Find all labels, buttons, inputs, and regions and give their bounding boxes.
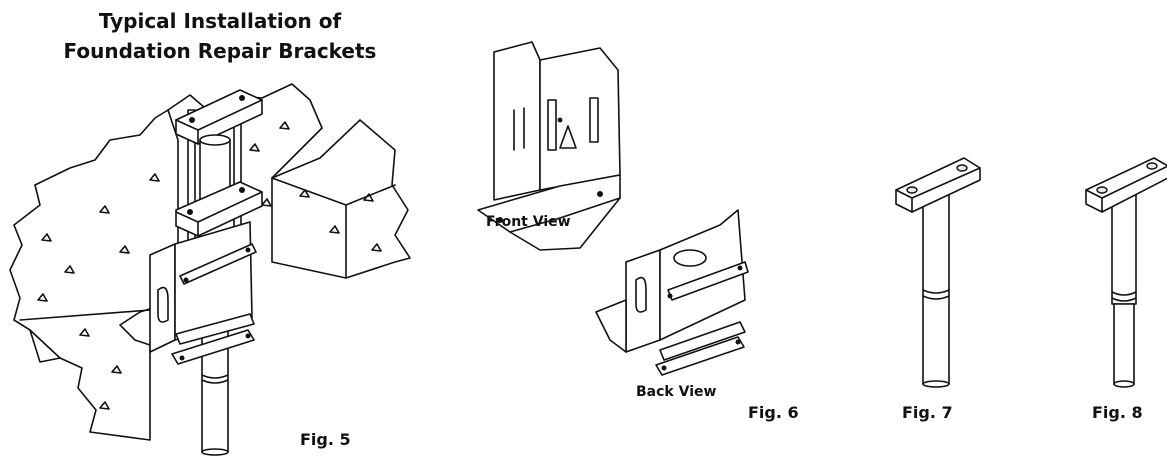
title-line-1: Typical Installation of bbox=[98, 9, 342, 33]
fig5-installation-drawing bbox=[9, 83, 411, 456]
title-line-2: Foundation Repair Brackets bbox=[63, 39, 377, 63]
concrete-block-right bbox=[271, 119, 411, 279]
concrete-aggregate-specks bbox=[37, 121, 382, 410]
front-view-label: Front View bbox=[486, 214, 571, 230]
fig6-front-view-drawing bbox=[477, 41, 621, 251]
fig7-caption: Fig. 7 bbox=[902, 403, 953, 422]
fig6-caption: Fig. 6 bbox=[748, 403, 799, 422]
fig8-caption: Fig. 8 bbox=[1092, 403, 1143, 422]
diagram-title: Typical Installation of Foundation Repai… bbox=[40, 6, 400, 66]
back-view-label: Back View bbox=[636, 384, 717, 400]
fig7-drawing bbox=[895, 157, 981, 388]
fig5-caption: Fig. 5 bbox=[300, 430, 351, 449]
fig8-drawing bbox=[1085, 157, 1167, 388]
fig6-back-view-drawing bbox=[595, 209, 749, 376]
concrete-slab-left bbox=[9, 109, 179, 441]
